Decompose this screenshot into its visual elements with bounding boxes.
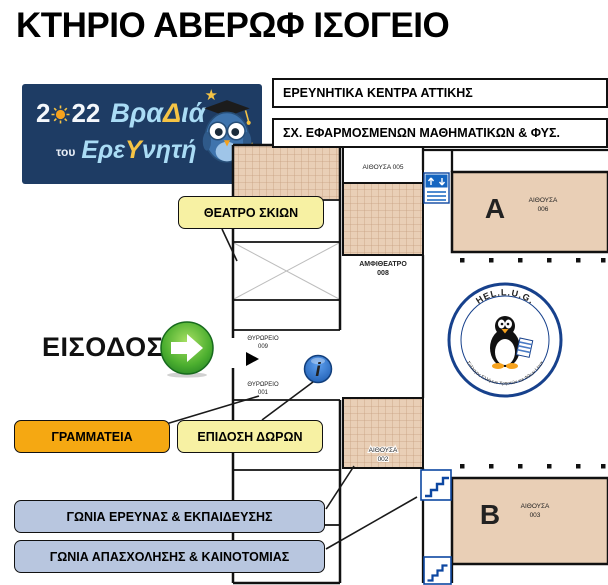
porter-001-number: 001 — [258, 390, 269, 396]
room-002 — [342, 397, 424, 469]
info-glyph: i — [315, 360, 321, 381]
entrance-label: ΕΙΣΟΔΟΣ — [42, 332, 164, 362]
tux-penguin-icon — [490, 316, 534, 369]
logo-word-accent: Υ — [125, 136, 142, 164]
room-b-label: ΑΙΘΟΥΣΑ — [521, 503, 550, 510]
room-a-number: 006 — [538, 206, 549, 213]
right-wing — [450, 170, 608, 566]
star-icon: ★ — [204, 87, 218, 104]
room-a — [450, 170, 608, 254]
info-icon: i — [303, 354, 333, 384]
callout-shadow-theatre: ΘΕΑΤΡΟ ΣΚΙΩΝ — [178, 196, 324, 229]
room-b-letter: B — [480, 499, 500, 530]
logo-word: Βρα — [110, 98, 163, 128]
porter-009-label: ΘΥΡΩΡΕΙΟ — [247, 336, 279, 342]
stairs-icon-bottom — [423, 556, 452, 585]
room-b-number: 003 — [530, 512, 541, 519]
sun-icon — [51, 105, 70, 124]
hall-columns — [460, 258, 606, 469]
hellug-logo: HEL.L.U.G. Σύλλογος Ελλήνων Χρηστών και … — [447, 282, 563, 398]
logo-word: ιά — [181, 98, 206, 128]
owl-icon — [196, 98, 258, 164]
logo-word: νητή — [141, 136, 197, 164]
amphitheatre-number: 008 — [377, 270, 389, 277]
page-title: ΚΤΗΡΙΟ ΑΒΕΡΩΦ ΙΣΟΓΕΙΟ — [16, 6, 450, 45]
elevator-icon — [423, 172, 450, 204]
middle-rooms — [342, 144, 608, 583]
callout-applied-school: ΣΧ. ΕΦΑΡΜΟΣΜΕΝΩΝ ΜΑΘΗΜΑΤΙΚΩΝ & ΦΥΣ. — [272, 118, 608, 148]
logo-year-part: 2 — [36, 98, 51, 128]
room-b — [450, 476, 608, 566]
shadow-theatre-room — [234, 146, 339, 199]
callout-research-centers: ΕΡΕΥΝΗΤΙΚΑ ΚΕΝΤΡΑ ΑΤΤΙΚΗΣ — [272, 78, 608, 108]
room-a-label: ΑΙΘΟΥΣΑ — [529, 197, 558, 204]
logo-word: Ερε — [81, 136, 126, 164]
callout-research-education-corner: ΓΩΝΙΑ ΕΡΕΥΝΑΣ & ΕΚΠΑΙΔΕΥΣΗΣ — [14, 500, 325, 533]
greek-flag-icon — [515, 337, 534, 358]
porter-001-label: ΘΥΡΩΡΕΙΟ — [247, 382, 279, 388]
room-005-label: ΑΙΘΟΥΣΑ 005 — [362, 164, 403, 171]
callout-connectors — [165, 228, 418, 550]
logo-word-accent: Δ — [162, 98, 182, 128]
callout-secretariat: ΓΡΑΜΜΑΤΕΙΑ — [14, 420, 170, 453]
stairs-icon — [420, 469, 452, 501]
direction-triangle-icon — [246, 352, 259, 366]
room-002-label: ΑΙΘΟΥΣΑ — [369, 447, 398, 454]
room-a-letter: A — [485, 193, 505, 224]
room-002-number: 002 — [378, 456, 389, 463]
amphitheatre-label: ΑΜΦΙΘΕΑΤΡΟ — [359, 261, 407, 268]
entrance-arrow-icon — [158, 320, 216, 378]
porter-009-number: 009 — [258, 344, 269, 350]
logo-year-part: 22 — [71, 98, 101, 128]
callout-employment-innovation-corner: ΓΩΝΙΑ ΑΠΑΣΧΟΛΗΣΗΣ & ΚΑΙΝΟΤΟΜΙΑΣ — [14, 540, 325, 573]
logo-subtitle-small: του — [56, 145, 76, 159]
amphitheatre-008 — [342, 182, 424, 256]
callout-gift-handout: ΕΠΙΔΟΣΗ ΔΩΡΩΝ — [177, 420, 323, 453]
